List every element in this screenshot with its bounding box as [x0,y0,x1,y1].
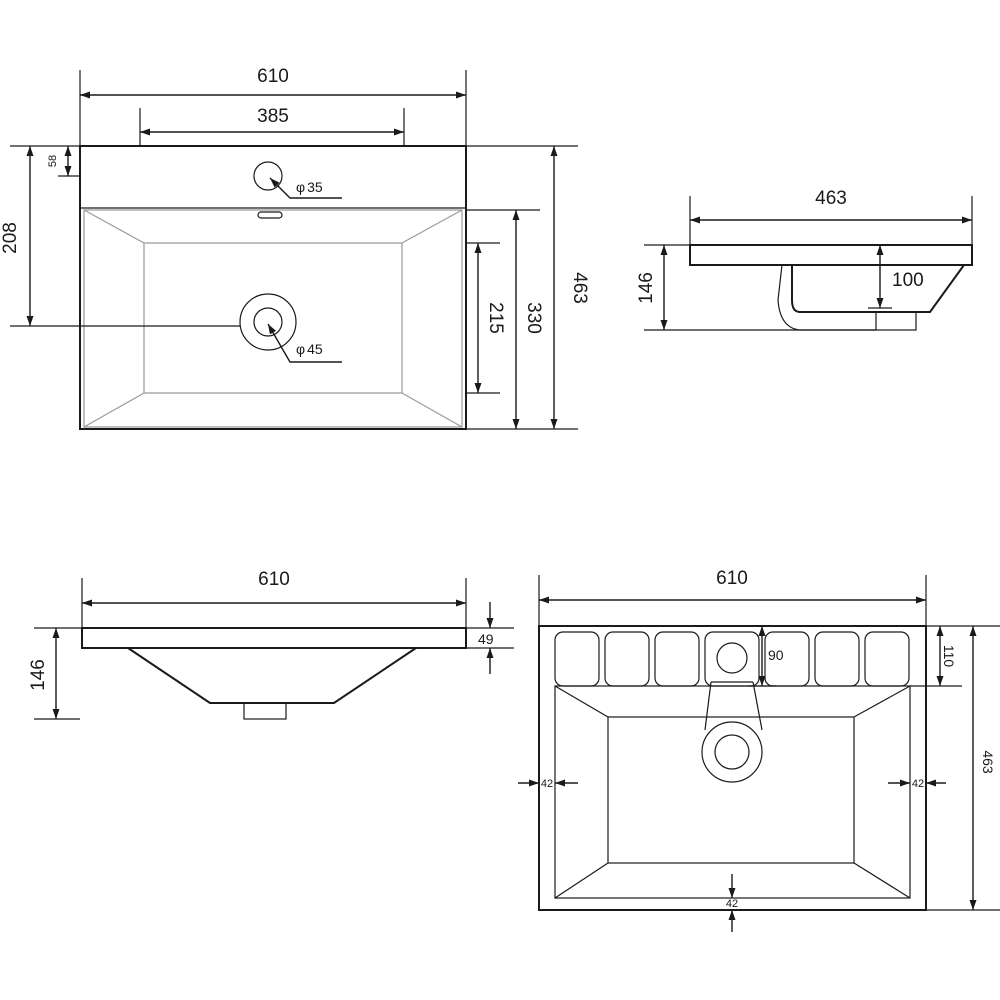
drain-outer [239,293,297,351]
dim-label-bottom-width: 610 [716,568,748,589]
bottom-tap-hole [716,642,748,674]
front-drain-stub [243,702,287,720]
dim-label-left-margin: 42 [541,778,553,790]
side-slab [689,244,973,266]
leader-tap-hole [269,177,342,199]
overflow-channel [704,681,763,731]
side-view: 463 146 100 [636,188,973,331]
leader-drain [267,323,342,363]
dim-label-hole-spacing: 385 [257,106,289,127]
dim-label-basin-depth-outer: 330 [523,302,544,334]
drain-inner [253,307,283,337]
bowl-inner-edge [143,242,403,394]
dim-label-rim-thickness: 49 [478,631,494,647]
rib-4 [704,631,760,687]
dim-label-front-margin: 42 [726,898,738,910]
dim-label-front-width: 610 [258,569,290,590]
basin-outline [79,145,467,430]
dim-label-basin-depth-inner: 215 [485,302,506,334]
bowl-corner-lines [83,209,463,428]
bottom-bowl-inner [607,716,855,864]
dim-label-side-height: 146 [636,272,657,304]
bottom-bowl-corner-lines [554,685,911,899]
overflow-slot [257,211,283,219]
dim-label-overall-depth: 463 [569,272,590,304]
dim-label-back-band-depth: 110 [941,645,957,668]
bottom-drain-outer [701,721,763,783]
dim-label-bottom-depth: 463 [980,750,996,774]
front-view: 610 146 49 [28,569,514,720]
dim-label-tap-hole-offset: 58 [47,155,59,167]
dim-label-overall-width: 610 [257,66,289,87]
dim-label-bowl-depth: 100 [892,270,924,291]
dim-label-right-margin: 42 [912,778,924,790]
side-drain-stub [875,311,917,331]
rib-6 [814,631,860,687]
bottom-drain-inner [714,734,750,770]
bottom-view: 610 110 90 463 42 42 42 [518,568,1000,932]
dim-label-front-height: 146 [28,659,49,691]
tap-hole [253,161,283,191]
dim-label-side-depth: 463 [815,188,847,209]
front-slab [81,627,467,649]
rib-1 [554,631,600,687]
rib-7 [864,631,910,687]
dim-label-drain-offset: 208 [0,222,21,254]
bottom-outline [538,625,927,911]
rib-3 [654,631,700,687]
rib-2 [604,631,650,687]
front-bowl-profile [127,647,417,704]
dim-label-hole-offset: 90 [768,647,784,663]
side-bowl-profile [791,264,965,313]
